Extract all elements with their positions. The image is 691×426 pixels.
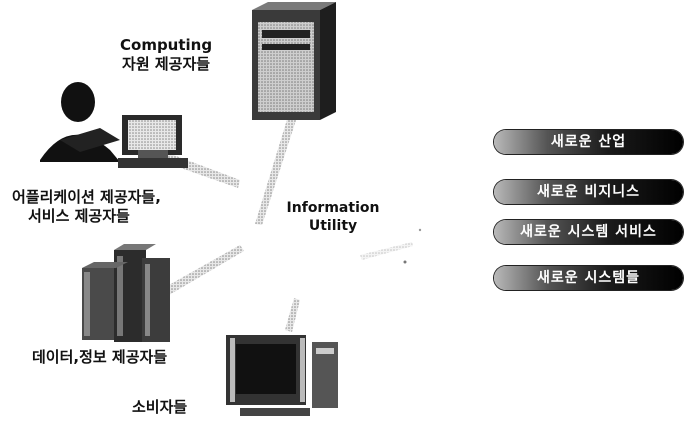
- connector-books: [160, 245, 244, 298]
- application-provider-label-line2: 서비스 제공자들: [28, 207, 130, 225]
- consumer-computer-icon: [226, 335, 338, 416]
- data-books-icon: [82, 244, 170, 342]
- information-utility-label: Information Utility: [278, 199, 388, 235]
- computing-provider-label: Computing 자원 제공자들: [120, 36, 212, 74]
- user-at-computer-icon: [40, 82, 188, 168]
- connector-user: [158, 150, 240, 188]
- connector-lines: [158, 108, 413, 332]
- data-provider-label: 데이터,정보 제공자들: [32, 348, 168, 366]
- connector-server: [255, 108, 300, 225]
- outcome-new-industry: 새로운 산업: [494, 130, 683, 154]
- outcome-new-systems: 새로운 시스템들: [494, 266, 683, 290]
- outcome-new-business: 새로운 비지니스: [494, 180, 683, 204]
- connector-monitor: [285, 298, 300, 332]
- application-provider-label: 어플리케이션 제공자들, 서비스 제공자들: [12, 188, 161, 226]
- server-tower-icon: [252, 2, 336, 120]
- computing-provider-label-line2: 자원 제공자들: [122, 55, 211, 73]
- information-utility-line1: Information: [286, 200, 380, 216]
- application-provider-label-line1: 어플리케이션 제공자들,: [12, 188, 161, 206]
- outcome-new-system-service: 새로운 시스템 서비스: [494, 220, 683, 244]
- information-utility-line2: Utility: [308, 218, 358, 234]
- computing-provider-label-line1: Computing: [120, 36, 213, 54]
- connector-outcomes: [360, 242, 413, 260]
- consumer-label: 소비자들: [132, 398, 188, 416]
